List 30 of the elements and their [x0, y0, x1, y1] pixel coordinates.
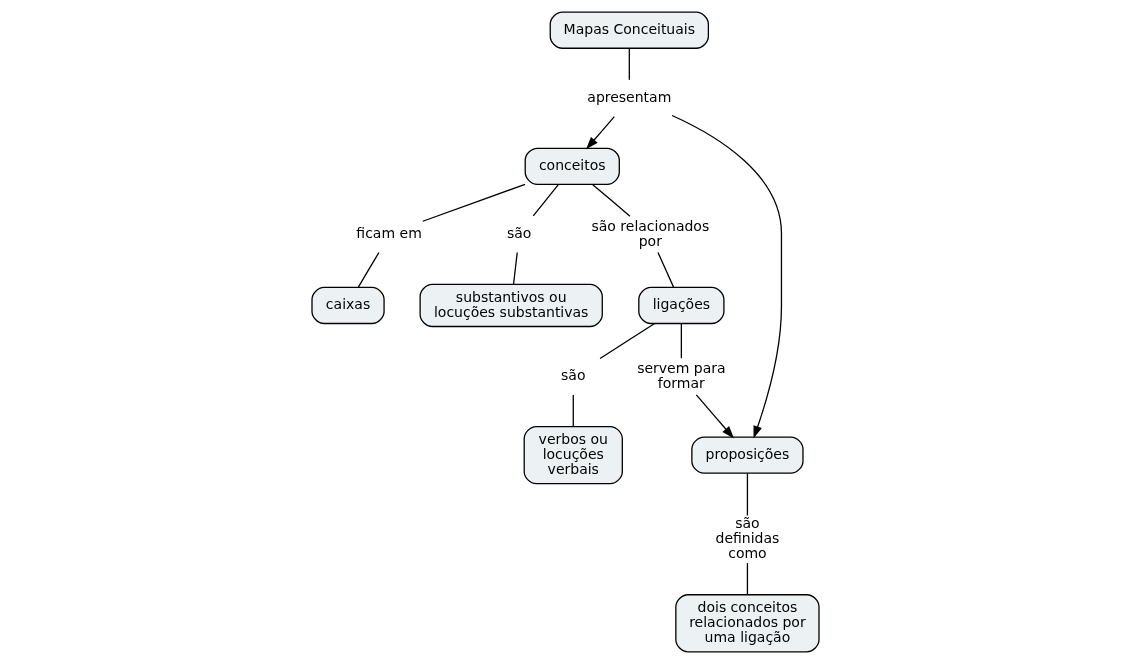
connector — [746, 562, 749, 596]
node-text: são relacionados por — [591, 217, 710, 249]
node-text: são — [506, 225, 532, 242]
node-text: apresentam — [587, 88, 672, 105]
node-text: ficam em — [356, 225, 422, 242]
connector — [532, 184, 559, 217]
connector — [628, 47, 630, 81]
arrow — [586, 115, 615, 150]
node-text: são — [561, 367, 586, 384]
connector — [422, 183, 526, 222]
node-box: substantivos ou locuções substantivas — [419, 283, 603, 328]
node-box: conceitos — [524, 147, 620, 185]
connector — [680, 322, 682, 359]
node-box: caixas — [311, 286, 385, 325]
connector — [599, 322, 656, 360]
connector — [512, 251, 518, 285]
connector — [357, 251, 380, 288]
node-box: dois conceitos relacionados por uma ligação — [675, 594, 820, 653]
connector — [592, 184, 631, 217]
node-box: verbos ou locuções verbais — [523, 425, 623, 485]
node-box: ligações — [638, 286, 725, 325]
node-box: proposições — [691, 436, 804, 474]
node-text: servem para formar — [637, 359, 726, 391]
connector — [572, 394, 574, 427]
node-box: Mapas Conceituais — [549, 11, 710, 49]
connector — [657, 251, 675, 288]
arrow — [695, 394, 734, 439]
arrow — [671, 114, 783, 439]
connector — [746, 472, 749, 517]
node-text: são definidas como — [715, 514, 780, 561]
